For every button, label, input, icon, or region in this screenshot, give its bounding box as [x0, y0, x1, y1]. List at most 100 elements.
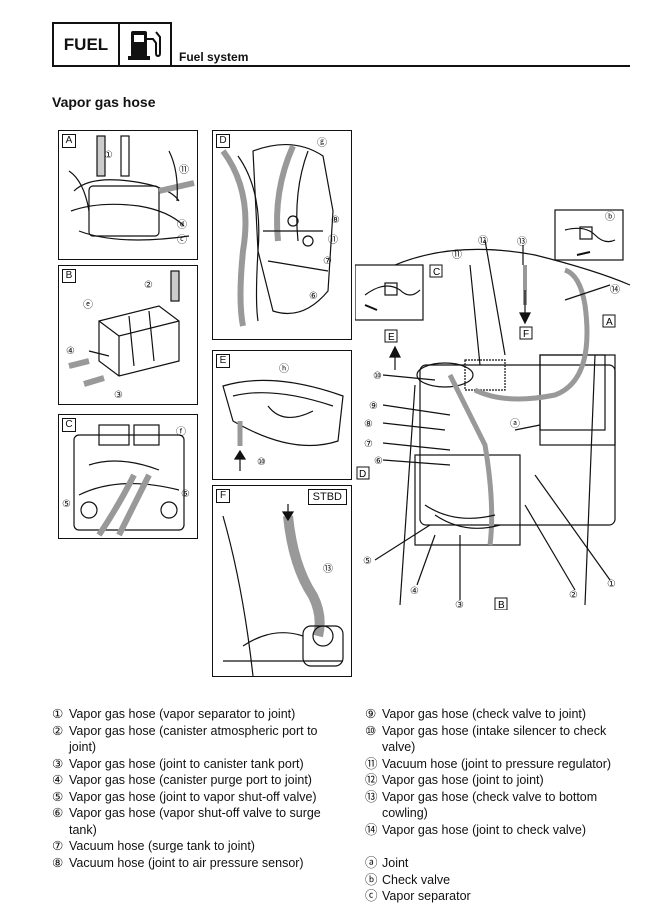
- legend-text: Vapor gas hose (check valve to bottom co…: [382, 789, 598, 821]
- legend-item: ⑦ Vacuum hose (surge tank to joint): [52, 838, 324, 855]
- header-rule: [172, 65, 630, 67]
- legend-text: Vapor gas hose (joint to vapor shut-off …: [69, 789, 317, 804]
- callout-12-main: ⑫: [478, 235, 488, 247]
- section-tab: FUEL: [52, 22, 172, 67]
- legend-num: ①: [52, 706, 64, 721]
- panel-e-label: E: [216, 354, 230, 368]
- legend-text: Vapor separator: [382, 889, 471, 903]
- stbd-label: STBD: [307, 489, 347, 505]
- page-subtitle: Fuel system: [179, 50, 249, 64]
- callout-11-d: ⑪: [328, 234, 338, 246]
- legend-text: Vapor gas hose (vapor separator to joint…: [69, 707, 296, 721]
- legend-num: ⑬: [365, 788, 378, 804]
- callout-14-main: ⑭: [610, 284, 620, 296]
- callout-10: ⑩: [257, 457, 266, 468]
- legend-text: Check valve: [382, 872, 451, 887]
- panel-f-drawing: ⑬: [222, 504, 344, 676]
- callout-11-main: ⑪: [452, 249, 462, 261]
- main-engine-diagram: ⑪ ⑫ ⑬ ⓑ ⑭ ⑩ ⑨ ⑧ ⑦ ⑥ ⓐ ⑤ ④ ③ ② ① C E F A …: [354, 205, 635, 611]
- main-label-e: E: [388, 332, 395, 343]
- panel-b-label: B: [62, 269, 76, 283]
- legend-text: Vapor gas hose (check valve to joint): [382, 707, 587, 721]
- legend-num: ⑦: [52, 838, 64, 853]
- legend-text: Vacuum hose (surge tank to joint): [69, 839, 255, 853]
- legend-num: ⑥: [52, 805, 64, 820]
- legend-num: ⑫: [365, 772, 378, 787]
- main-label-b: B: [498, 600, 505, 610]
- callout-7-main: ⑦: [364, 439, 373, 450]
- callout-3-main: ③: [455, 600, 464, 610]
- legend-text: Joint: [382, 856, 409, 870]
- section-label: FUEL: [54, 24, 120, 65]
- legend-item: ⑪ Vacuum hose (joint to pressure regulato…: [365, 756, 635, 773]
- panel-f-label: F: [216, 489, 230, 503]
- callout-f: ⓕ: [176, 426, 186, 438]
- callout-1-main: ①: [607, 579, 616, 590]
- callout-2: ②: [144, 280, 153, 291]
- legend-item: ⓒ Vapor separator: [365, 888, 635, 905]
- legend-num: ④: [52, 772, 64, 787]
- callout-h: ⓗ: [279, 363, 289, 375]
- legend-text: Vapor gas hose (canister purge port to j…: [69, 773, 312, 787]
- main-label-f: F: [523, 329, 529, 340]
- legend-item: ⑩ Vapor gas hose (intake silencer to chec…: [365, 723, 635, 756]
- detail-panel-a: ① ⑪ ⓓ ⓒ A: [58, 130, 198, 260]
- main-label-d: D: [359, 469, 366, 480]
- legend-text: Vapor gas hose (intake silencer to check…: [382, 723, 607, 755]
- section-title: Vapor gas hose: [52, 94, 156, 110]
- panel-b-drawing: ② ⓔ ④ ③: [66, 270, 180, 401]
- panel-d-drawing: ⓖ ⑧ ⑪ ⑦ ⑥: [220, 137, 340, 327]
- callout-6-main: ⑥: [374, 456, 383, 467]
- main-diagram-drawing: ⑪ ⑫ ⑬ ⓑ ⑭ ⑩ ⑨ ⑧ ⑦ ⑥ ⓐ ⑤ ④ ③ ② ① C E F A …: [354, 209, 631, 611]
- callout-e: ⓔ: [83, 299, 93, 311]
- panel-a-drawing: ① ⑪ ⓓ ⓒ: [68, 135, 195, 246]
- panel-e-drawing: ⓗ ⑩: [222, 363, 344, 471]
- callout-c: ⓒ: [177, 234, 187, 246]
- detail-panel-f: ⑬ F STBD: [212, 485, 352, 677]
- legend-num: ⑪: [365, 755, 378, 771]
- fuel-pump-icon: [120, 24, 170, 65]
- legend-text: Vapor gas hose (joint to canister tank p…: [69, 756, 304, 771]
- callout-9-main: ⑨: [369, 401, 378, 412]
- legend-item: ④ Vapor gas hose (canister purge port to …: [52, 772, 324, 789]
- legend-num: ⑭: [365, 821, 378, 837]
- panel-c-drawing: ⓕ ⑥ ⑤: [62, 424, 190, 537]
- callout-b-main: ⓑ: [605, 211, 615, 223]
- panel-a-label: A: [62, 134, 76, 148]
- detail-panel-e: ⓗ ⑩ E: [212, 350, 352, 480]
- legend-num: ③: [52, 755, 64, 771]
- callout-6-d: ⑥: [309, 291, 318, 302]
- callout-a-main: ⓐ: [510, 418, 520, 430]
- callout-8: ⑧: [331, 215, 340, 226]
- legend-item: ⑭ Vapor gas hose (joint to check valve): [365, 822, 635, 839]
- legend-text: Vacuum hose (joint to pressure regulator…: [382, 756, 612, 771]
- legend-num: ⓐ: [365, 855, 378, 870]
- legend-num: ⓑ: [365, 871, 378, 887]
- panel-d-label: D: [216, 134, 230, 148]
- callout-8-main: ⑧: [364, 419, 373, 430]
- legend-num: ②: [52, 722, 64, 738]
- callout-3: ③: [114, 390, 123, 401]
- callout-13-main: ⑬: [517, 236, 527, 248]
- callout-6: ⑥: [181, 489, 190, 500]
- legend-item: ① Vapor gas hose (vapor separator to join…: [52, 706, 324, 723]
- callout-g: ⓖ: [317, 137, 327, 149]
- main-label-c: C: [433, 267, 440, 278]
- callout-4-main: ④: [410, 586, 419, 597]
- legend-item: ② Vapor gas hose (canister atmospheric po…: [52, 723, 324, 756]
- legend-num: ⑧: [52, 854, 64, 870]
- legend-num: ⓒ: [365, 888, 378, 903]
- legend-num: ⑩: [365, 722, 377, 738]
- callout-7: ⑦: [323, 256, 332, 267]
- legend-item: ⓐ Joint: [365, 855, 635, 872]
- legend-item: ⓑ Check valve: [365, 872, 635, 889]
- legend-text: Vapor gas hose (canister atmospheric por…: [69, 723, 318, 755]
- legend-text: Vapor gas hose (joint to check valve): [382, 822, 587, 837]
- callout-5: ⑤: [62, 499, 71, 510]
